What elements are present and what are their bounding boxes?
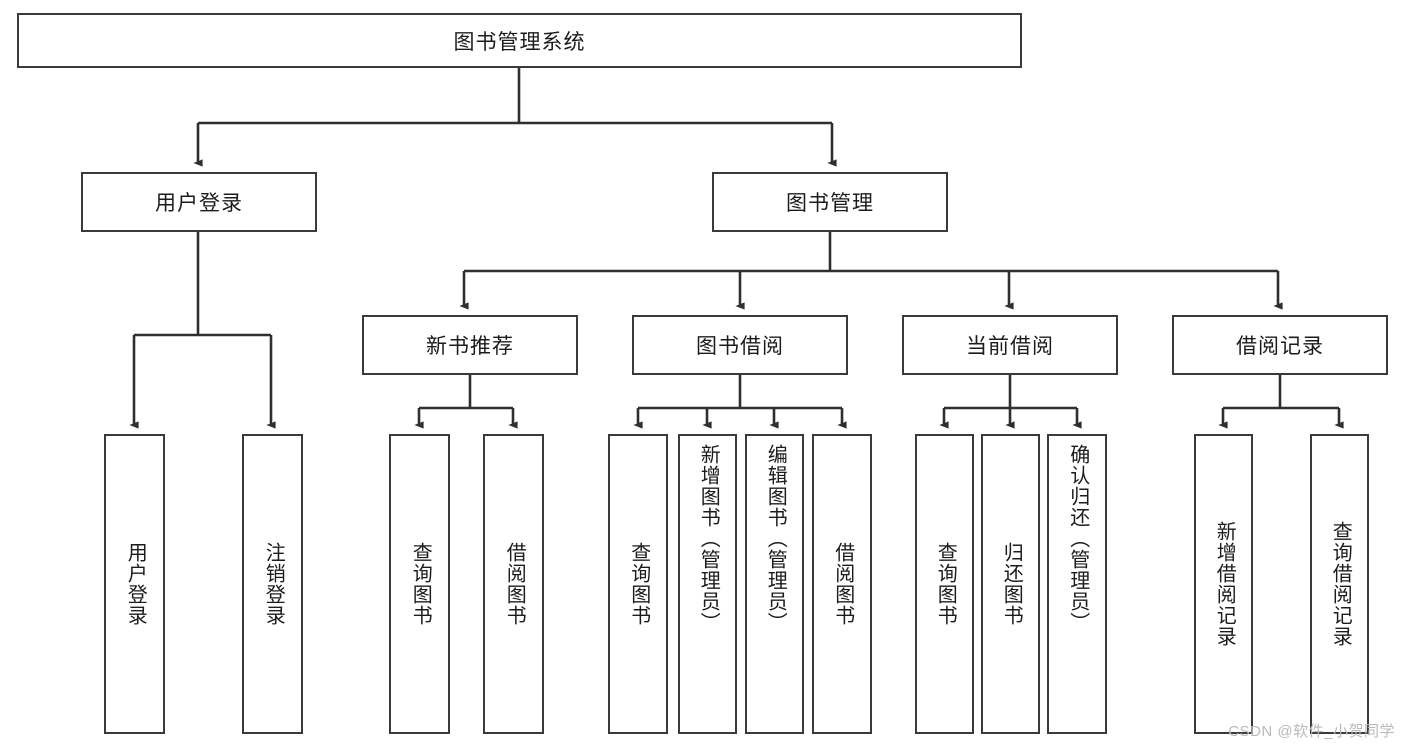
node-leaf-borrow-book-2[interactable]: 借阅图书 bbox=[812, 434, 872, 734]
node-leaf-add-book-label: 新增图书（管理员） bbox=[697, 444, 720, 633]
node-leaf-query-book-1[interactable]: 查询图书 bbox=[389, 434, 450, 734]
node-leaf-return-book[interactable]: 归还图书 bbox=[981, 434, 1040, 734]
node-user-login-label: 用户登录 bbox=[155, 192, 243, 215]
node-leaf-logout[interactable]: 注销登录 bbox=[242, 434, 303, 734]
node-book-borrow-label: 图书借阅 bbox=[696, 335, 784, 358]
node-root-label: 图书管理系统 bbox=[453, 30, 586, 54]
node-leaf-borrow-book-1[interactable]: 借阅图书 bbox=[483, 434, 544, 734]
node-root[interactable]: 图书管理系统 bbox=[17, 13, 1022, 68]
node-leaf-query-record[interactable]: 查询借阅记录 bbox=[1310, 434, 1369, 734]
node-leaf-borrow-book-2-label: 借阅图书 bbox=[831, 542, 854, 626]
node-book-manage[interactable]: 图书管理 bbox=[712, 172, 948, 232]
node-leaf-edit-book[interactable]: 编辑图书（管理员） bbox=[745, 434, 804, 734]
node-leaf-add-record[interactable]: 新增借阅记录 bbox=[1194, 434, 1253, 734]
node-leaf-add-book[interactable]: 新增图书（管理员） bbox=[678, 434, 737, 734]
node-book-borrow[interactable]: 图书借阅 bbox=[632, 315, 848, 375]
node-leaf-confirm-return-label: 确认归还（管理员） bbox=[1066, 444, 1089, 633]
node-leaf-borrow-book-1-label: 借阅图书 bbox=[503, 542, 526, 626]
node-leaf-confirm-return[interactable]: 确认归还（管理员） bbox=[1047, 434, 1107, 734]
node-borrow-record-label: 借阅记录 bbox=[1236, 335, 1324, 358]
node-leaf-edit-book-label: 编辑图书（管理员） bbox=[764, 444, 787, 633]
node-leaf-query-record-label: 查询借阅记录 bbox=[1329, 521, 1352, 647]
node-user-login[interactable]: 用户登录 bbox=[81, 172, 317, 232]
node-leaf-user-login-label: 用户登录 bbox=[124, 542, 147, 626]
node-leaf-add-record-label: 新增借阅记录 bbox=[1213, 521, 1236, 647]
node-leaf-query-book-3-label: 查询图书 bbox=[934, 542, 957, 626]
node-leaf-query-book-3[interactable]: 查询图书 bbox=[915, 434, 974, 734]
node-current-borrow-label: 当前借阅 bbox=[966, 335, 1054, 358]
node-new-book-recommend[interactable]: 新书推荐 bbox=[362, 315, 578, 375]
node-leaf-logout-label: 注销登录 bbox=[262, 542, 285, 626]
node-borrow-record[interactable]: 借阅记录 bbox=[1172, 315, 1388, 375]
node-new-book-recommend-label: 新书推荐 bbox=[426, 335, 514, 358]
watermark: CSDN @软件_小贺同学 bbox=[1228, 723, 1395, 740]
node-leaf-query-book-1-label: 查询图书 bbox=[409, 542, 432, 626]
node-book-manage-label: 图书管理 bbox=[786, 192, 874, 215]
node-leaf-query-book-2[interactable]: 查询图书 bbox=[608, 434, 668, 734]
node-leaf-return-book-label: 归还图书 bbox=[1000, 542, 1023, 626]
node-leaf-query-book-2-label: 查询图书 bbox=[627, 542, 650, 626]
node-leaf-user-login[interactable]: 用户登录 bbox=[104, 434, 165, 734]
node-current-borrow[interactable]: 当前借阅 bbox=[902, 315, 1118, 375]
